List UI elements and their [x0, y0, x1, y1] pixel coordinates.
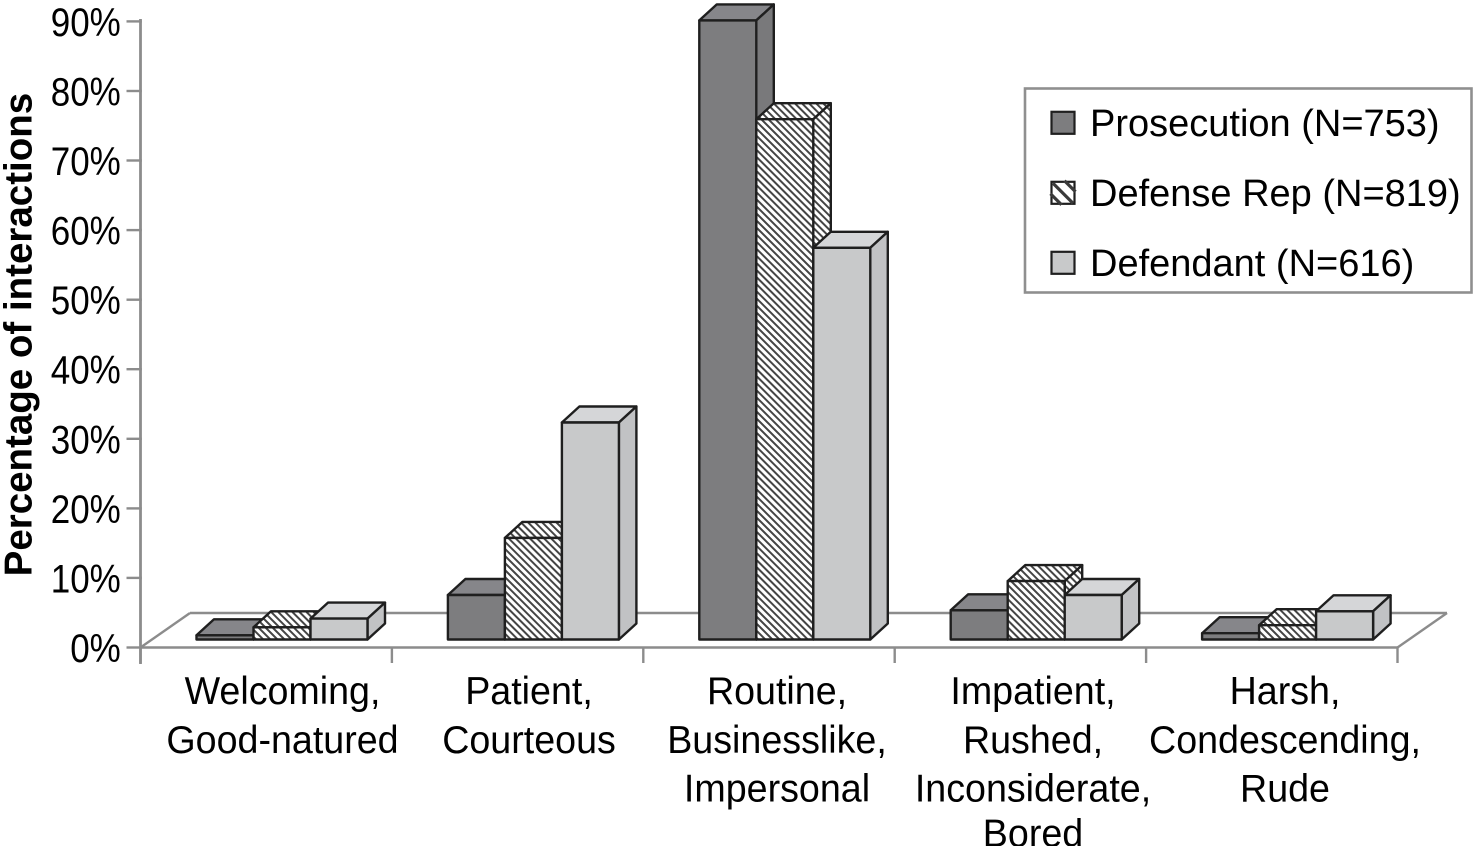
- svg-text:90%: 90%: [51, 0, 121, 44]
- svg-text:Patient,: Patient,: [465, 669, 593, 713]
- svg-text:Rude: Rude: [1240, 767, 1330, 811]
- svg-text:Condescending,: Condescending,: [1149, 718, 1421, 762]
- svg-text:Prosecution (N=753): Prosecution (N=753): [1090, 103, 1440, 145]
- svg-text:Impersonal: Impersonal: [684, 767, 870, 811]
- svg-text:Welcoming,: Welcoming,: [185, 669, 381, 713]
- svg-text:Percentage of interactions: Percentage of interactions: [0, 93, 41, 577]
- svg-text:40%: 40%: [51, 348, 121, 393]
- svg-text:Bored: Bored: [983, 812, 1083, 846]
- svg-text:50%: 50%: [51, 278, 121, 323]
- svg-text:30%: 30%: [51, 417, 121, 462]
- svg-text:Courteous: Courteous: [442, 718, 616, 762]
- svg-text:Routine,: Routine,: [707, 669, 847, 713]
- svg-text:Defense Rep (N=819): Defense Rep (N=819): [1090, 173, 1461, 215]
- svg-text:Impatient,: Impatient,: [950, 669, 1115, 713]
- svg-text:70%: 70%: [51, 139, 121, 184]
- svg-text:Inconsiderate,: Inconsiderate,: [915, 767, 1151, 811]
- svg-text:60%: 60%: [51, 208, 121, 253]
- svg-text:Defendant (N=616): Defendant (N=616): [1090, 243, 1414, 285]
- svg-text:Harsh,: Harsh,: [1230, 669, 1341, 713]
- svg-text:10%: 10%: [51, 556, 121, 601]
- svg-text:80%: 80%: [51, 69, 121, 114]
- svg-text:Rushed,: Rushed,: [963, 718, 1103, 762]
- svg-text:Good-natured: Good-natured: [166, 718, 398, 762]
- svg-text:Businesslike,: Businesslike,: [667, 718, 887, 762]
- svg-text:0%: 0%: [70, 626, 121, 671]
- svg-text:20%: 20%: [51, 487, 121, 532]
